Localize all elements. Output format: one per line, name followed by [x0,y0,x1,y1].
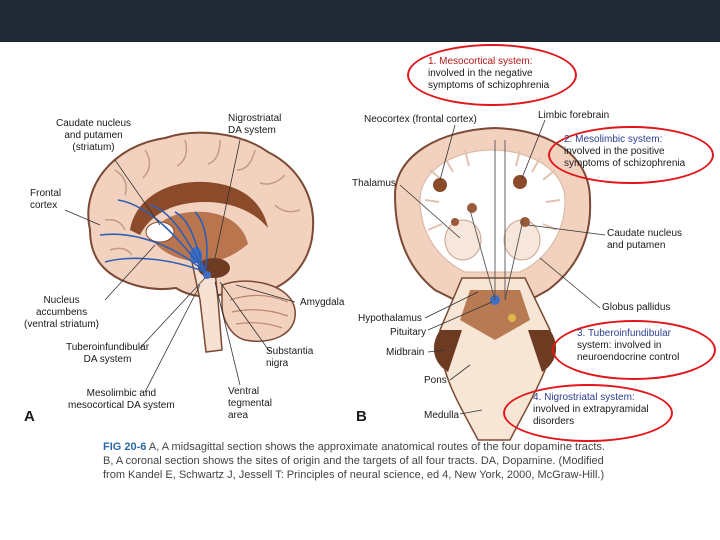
label-midbrain: Midbrain [386,347,425,358]
annotation-oval-1 [407,44,577,106]
annotation-mesocortical: 1. Mesocortical system:involved in the n… [428,56,550,91]
caption-text: A, A midsagittal section shows the appro… [103,441,605,481]
label-limbic-forebrain: Limbic forebrain [538,110,610,121]
label-amygdala: Amygdala [300,297,345,308]
annotation-oval-4 [503,384,673,442]
label-pons: Pons [424,375,447,386]
sagittal-brain [64,131,315,393]
label-hypothalamus: Hypothalamus [358,313,422,324]
coronal-brain [393,119,606,441]
annotation-oval-2 [548,126,714,184]
label-medulla: Medulla [424,410,460,421]
label-pituitary: Pituitary [390,327,427,338]
top-bar [0,0,720,42]
caption-fig-number: FIG 20-6 [103,441,147,453]
panel-b-letter: B [356,408,367,425]
label-globus-pallidus: Globus pallidus [602,302,671,313]
label-thalamus: Thalamus [352,178,396,189]
annotation-mesolimbic: 2. Mesolimbic system:involved in the pos… [564,134,686,169]
annotation-oval-3 [552,320,716,380]
panel-a-letter: A [24,408,35,425]
figure-caption: FIG 20-6 A, A midsagittal section shows … [103,440,618,482]
annotation-nigrostriatal: 4. Nigrostriatal system:involved in extr… [533,392,649,427]
label-neocortex: Neocortex (frontal cortex) [364,114,477,125]
